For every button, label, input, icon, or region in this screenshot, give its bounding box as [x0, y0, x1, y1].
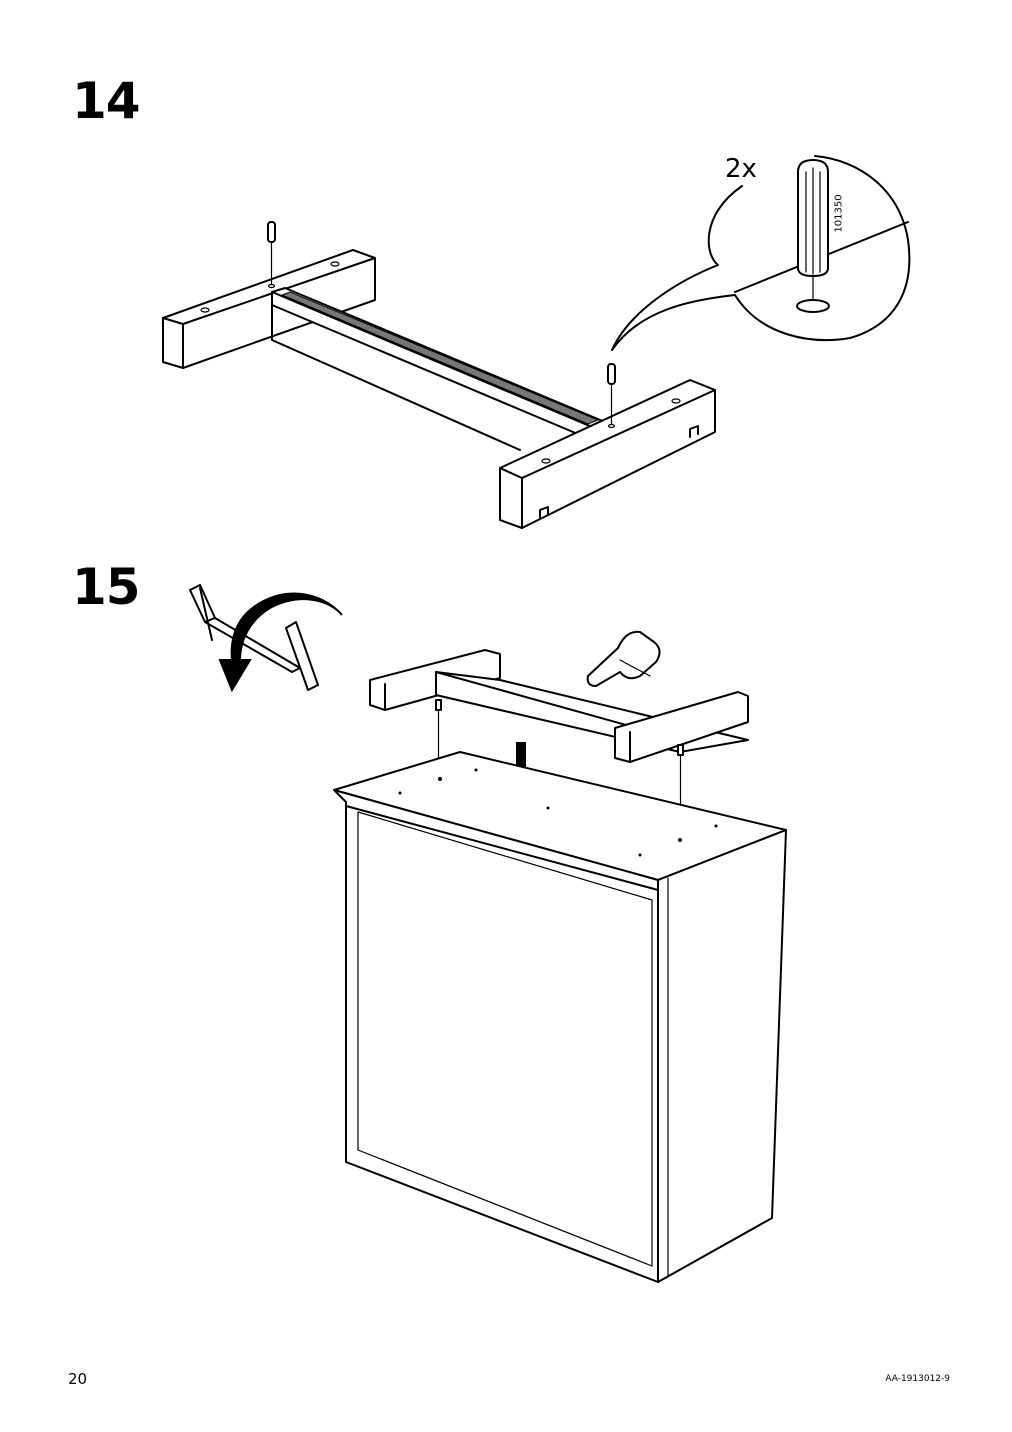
page-number: 20 — [68, 1370, 88, 1388]
dowel-icon — [796, 159, 830, 313]
long-beam — [271, 287, 606, 451]
document-code: AA-1913012-9 — [885, 1374, 950, 1384]
right-foot-bar — [499, 379, 716, 529]
step-14-illustration — [162, 155, 911, 529]
cabinet — [333, 751, 787, 1283]
step-number-15: 15 — [72, 558, 141, 616]
small-base-frame — [189, 584, 319, 691]
part-number-label: 101350 — [833, 194, 845, 233]
base-frame — [369, 649, 749, 839]
rotate-arrow-icon — [218, 592, 343, 693]
step-15-illustration — [189, 584, 787, 1283]
step-number-14: 14 — [72, 72, 141, 130]
quantity-label: 2x — [725, 154, 757, 184]
hand-pointing-icon — [586, 630, 661, 687]
dowel-icon — [267, 221, 276, 289]
dowel-icon — [607, 363, 616, 429]
callout-bubble — [611, 155, 911, 351]
left-foot-bar — [162, 249, 376, 369]
